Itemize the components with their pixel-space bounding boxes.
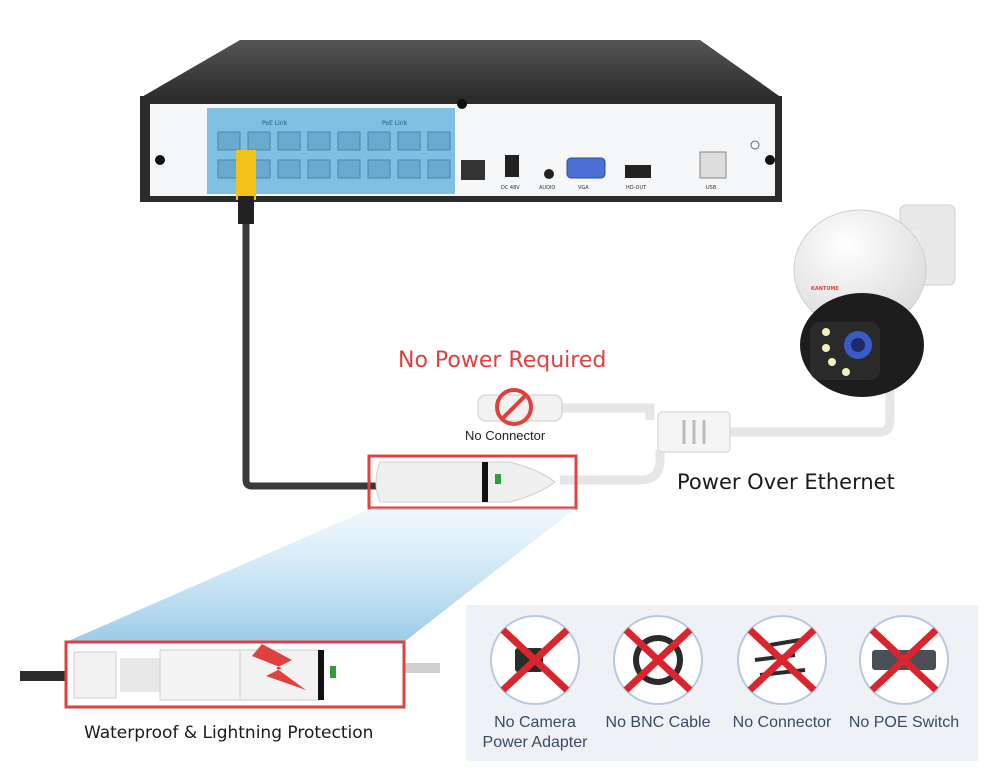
usb-ports xyxy=(699,151,727,179)
waterproof-label: Waterproof & Lightning Protection xyxy=(84,723,374,743)
no-sign-icon xyxy=(495,388,533,426)
port-label-dc: DC 48V xyxy=(501,185,520,191)
dc-port xyxy=(505,155,519,177)
no-power-required-label: No Power Required xyxy=(398,348,607,373)
hdmi-port xyxy=(625,165,651,178)
camera-brand: KANTUME xyxy=(811,286,839,292)
lightning-icon xyxy=(252,644,306,690)
no-item-caption: No Camera Power Adapter xyxy=(475,713,595,753)
no-item-caption: No POE Switch xyxy=(844,713,964,733)
no-item-2 xyxy=(613,615,703,705)
no-item-caption: No Connector xyxy=(722,713,842,733)
ptz-camera xyxy=(793,204,956,397)
no-item-caption-line: No Connector xyxy=(732,714,832,731)
zoom-beam xyxy=(66,508,576,642)
port-label-usb: USB xyxy=(706,185,717,191)
port-label-audio: AUDIO xyxy=(539,185,556,191)
no-item-caption-line: No Camera xyxy=(494,714,576,731)
rj45-plug xyxy=(236,150,256,200)
port-label-vga: VGA xyxy=(578,185,589,191)
no-connector-label: No Connector xyxy=(465,428,546,443)
vga-port xyxy=(566,157,606,179)
no-item-caption-line: No POE Switch xyxy=(848,714,960,731)
no-item-4 xyxy=(859,615,949,705)
injector-body xyxy=(375,461,556,503)
poe-link-label-right: PoE Link xyxy=(382,120,408,127)
no-item-3 xyxy=(737,615,827,705)
lan-port xyxy=(461,160,485,180)
audio-jack xyxy=(544,169,554,179)
no-item-caption: No BNC Cable xyxy=(598,713,718,733)
camera-cable xyxy=(730,380,895,437)
ethernet-cable xyxy=(242,200,380,490)
nvr-top xyxy=(140,40,782,98)
no-item-caption-line: Power Adapter xyxy=(482,734,588,751)
no-item-1 xyxy=(490,615,580,705)
no-item-caption-line: No BNC Cable xyxy=(605,714,711,731)
poe-out-cable xyxy=(560,450,665,485)
poe-link-label-left: PoE Link xyxy=(262,120,288,127)
dc-cable xyxy=(560,403,655,420)
power-over-ethernet-label: Power Over Ethernet xyxy=(677,470,895,494)
port-label-hdout: HD-OUT xyxy=(626,185,647,191)
